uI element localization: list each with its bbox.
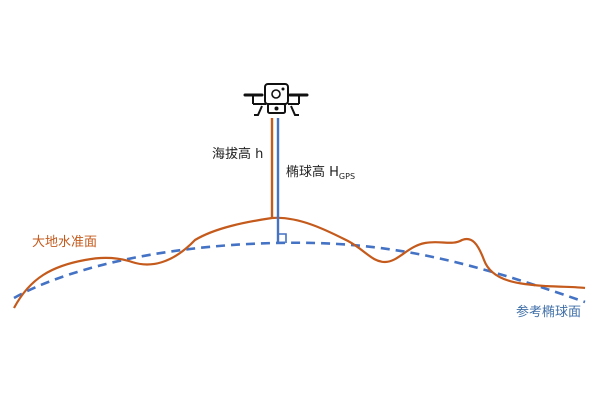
ellipsoid-height-label: 椭球高 HGPS (286, 165, 356, 181)
reference-ellipsoid-label: 参考椭球面 (516, 305, 582, 320)
geoid-label: 大地水准面 (32, 235, 98, 250)
right-angle-mark (278, 233, 287, 243)
reference-ellipsoid-curve (13, 241, 586, 304)
elevation-label: 海拔高 h (212, 147, 264, 162)
drone-icon (243, 83, 309, 116)
geoid-curve (13, 216, 586, 309)
